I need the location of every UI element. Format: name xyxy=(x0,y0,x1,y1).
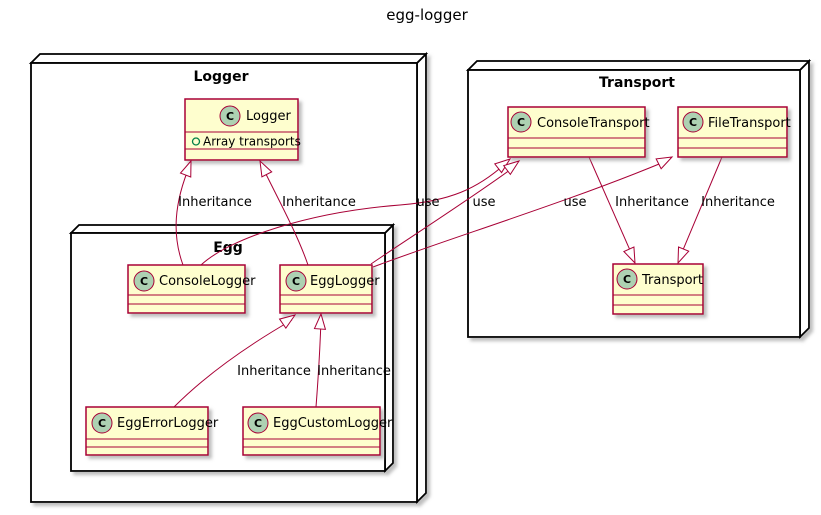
class-box-filetransport: C FileTransport xyxy=(677,106,791,158)
class-name: FileTransport xyxy=(708,116,791,131)
class-box-eggerrorlogger: C EggErrorLogger xyxy=(85,406,219,456)
class-icon-letter: C xyxy=(292,275,300,288)
use-arrowhead-icon xyxy=(655,156,674,170)
inheritance-arrowhead-icon xyxy=(278,314,297,329)
relation-egglogger-logger xyxy=(261,165,309,266)
class-rect xyxy=(507,106,646,158)
relation-eggerrorlogger-egglogger xyxy=(173,319,293,408)
package-label: Logger xyxy=(194,69,249,85)
class-icon xyxy=(133,270,155,292)
package-logger-top xyxy=(28,53,429,64)
inheritance-arrowhead-icon xyxy=(179,159,192,178)
class-box-logger: C Logger Array transports xyxy=(184,98,301,161)
class-icon-letter: C xyxy=(517,116,525,129)
class-icon xyxy=(616,268,638,290)
class-icon-letter: C xyxy=(689,116,697,129)
relation-consoletransport-transport xyxy=(588,156,634,258)
class-icon xyxy=(510,111,532,133)
class-box-consolelogger: C ConsoleLogger xyxy=(127,264,256,314)
package-logger-side xyxy=(416,51,427,505)
package-label: Transport xyxy=(599,75,675,91)
class-icon-letter: C xyxy=(98,417,106,430)
class-field: Array transports xyxy=(203,135,301,149)
relation-consolelogger-logger xyxy=(175,164,191,266)
class-icon xyxy=(91,412,113,434)
relation-labels: Inheritance Inheritance Inheritance Inhe… xyxy=(178,195,775,379)
relation-label: Inheritance xyxy=(178,195,252,210)
inheritance-arrowhead-icon xyxy=(259,159,273,178)
class-icon-letter: C xyxy=(254,417,262,430)
class-name: Transport xyxy=(641,273,703,288)
relation-label: use xyxy=(472,195,495,210)
diagram-title: egg-logger xyxy=(386,6,468,24)
relation-egglogger-consoletransport xyxy=(370,166,515,265)
class-icon-letter: C xyxy=(623,273,631,286)
class-box-egglogger: C EggLogger xyxy=(279,264,380,314)
class-icon xyxy=(247,412,269,434)
use-arrowhead-icon xyxy=(502,160,521,176)
relation-label: Inheritance xyxy=(317,364,391,379)
class-box-consoletransport: C ConsoleTransport xyxy=(507,106,650,158)
class-box-transport: C Transport xyxy=(612,263,704,315)
relation-label: use xyxy=(563,195,586,210)
class-icon xyxy=(682,111,704,133)
class-box-eggcustomlogger: C EggCustomLogger xyxy=(242,406,393,456)
relation-label: Inheritance xyxy=(615,195,689,210)
relation-label: Inheritance xyxy=(282,195,356,210)
class-rect xyxy=(184,98,299,161)
inheritance-arrowhead-icon xyxy=(623,246,636,265)
package-transport-side xyxy=(799,58,810,340)
class-name: ConsoleTransport xyxy=(537,116,650,131)
relation-label: Inheritance xyxy=(237,364,311,379)
relation-label: use xyxy=(416,195,439,210)
class-name: EggCustomLogger xyxy=(273,416,393,431)
class-name: EggErrorLogger xyxy=(117,416,219,431)
class-icon xyxy=(285,270,307,292)
class-name: ConsoleLogger xyxy=(159,274,256,289)
relation-filetransport-transport xyxy=(679,156,723,258)
inheritance-arrowhead-icon xyxy=(313,312,327,330)
class-icon xyxy=(219,105,241,127)
package-label: Egg xyxy=(213,240,243,256)
package-egg-top xyxy=(68,224,396,234)
relation-consolelogger-consoletransport xyxy=(200,163,506,266)
relation-label: Inheritance xyxy=(701,195,775,210)
arrowheads xyxy=(179,156,690,330)
class-name: EggLogger xyxy=(310,274,380,289)
package-transport-top xyxy=(465,60,812,71)
inheritance-arrowhead-icon xyxy=(677,246,690,265)
class-icon-letter: C xyxy=(226,110,234,123)
field-icon xyxy=(191,137,201,146)
relation-egglogger-filetransport xyxy=(372,161,665,268)
class-icon-letter: C xyxy=(140,275,148,288)
class-name: Logger xyxy=(246,109,291,124)
